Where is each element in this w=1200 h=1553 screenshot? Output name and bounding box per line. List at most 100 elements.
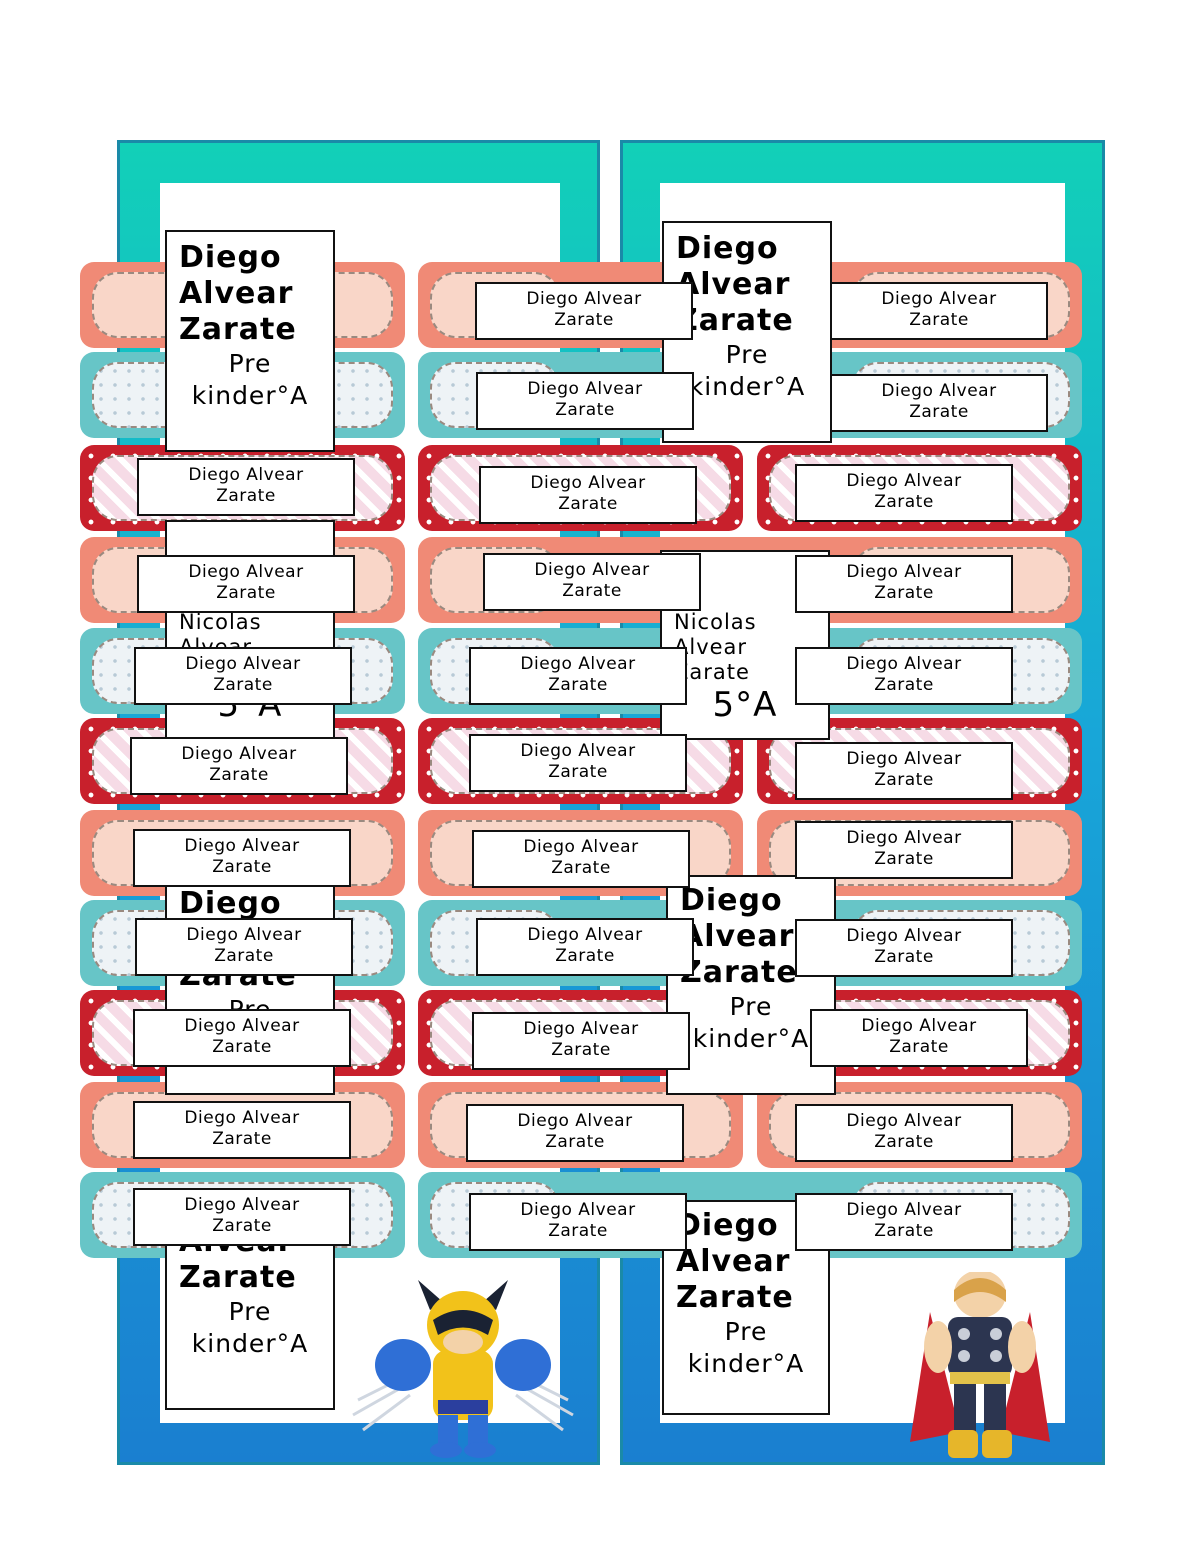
- label-line2: Zarate: [874, 770, 934, 790]
- label-line1: Diego Alvear: [530, 473, 646, 493]
- label-line1: Diego Alvear: [186, 925, 302, 945]
- label-line1: Diego Alvear: [181, 744, 297, 764]
- label-line2: Zarate: [551, 858, 611, 878]
- label-line2: Zarate: [874, 849, 934, 869]
- label-line2: Zarate: [874, 583, 934, 603]
- card-name-middle: Alvear: [680, 919, 795, 954]
- label-line2: Zarate: [562, 581, 622, 601]
- card-name-last: Zarate: [676, 303, 794, 338]
- label-line1: Diego Alvear: [520, 654, 636, 674]
- label-line1: Diego Alvear: [520, 1200, 636, 1220]
- alt-name-first: Nicolas: [179, 610, 262, 634]
- label-line1: Diego Alvear: [520, 741, 636, 761]
- label-line2: Zarate: [909, 310, 969, 330]
- label-line1: Diego Alvear: [517, 1111, 633, 1131]
- alt-card-mid-left: Nicolas Alvear Zarate 5°A: [165, 520, 335, 740]
- label-line2: Zarate: [213, 675, 273, 695]
- thor-figure-icon: [910, 1272, 1050, 1458]
- label-line2: Zarate: [874, 675, 934, 695]
- label-line2: Zarate: [216, 486, 276, 506]
- label-line2: Zarate: [209, 765, 269, 785]
- label-line1: Diego Alvear: [846, 828, 962, 848]
- label-line2: Zarate: [548, 675, 608, 695]
- card-name-first: Diego: [179, 886, 282, 921]
- label-line1: Diego Alvear: [881, 381, 997, 401]
- card-name-first: Diego: [680, 883, 783, 918]
- label-line2: Zarate: [874, 1132, 934, 1152]
- card-name-first: Diego: [676, 231, 779, 266]
- label-line2: Zarate: [555, 400, 615, 420]
- card-grade-line2: kinder°A: [191, 1329, 309, 1358]
- card-name-first: Diego: [179, 240, 282, 275]
- label-line2: Zarate: [558, 494, 618, 514]
- card-grade-line2: kinder°A: [687, 1349, 805, 1378]
- label-line2: Zarate: [545, 1132, 605, 1152]
- label-line1: Diego Alvear: [185, 654, 301, 674]
- card-name-last: Zarate: [676, 1280, 794, 1315]
- card-name-middle: Alvear: [676, 1244, 791, 1279]
- label-line2: Zarate: [212, 1216, 272, 1236]
- label-line2: Zarate: [548, 762, 608, 782]
- label-line1: Diego Alvear: [846, 562, 962, 582]
- label-line2: Zarate: [554, 310, 614, 330]
- card-grade-line2: kinder°A: [688, 372, 806, 401]
- label-line1: Diego Alvear: [534, 560, 650, 580]
- card-grade-line1: Pre: [228, 349, 272, 378]
- label-line1: Diego Alvear: [861, 1016, 977, 1036]
- card-grade-line1: Pre: [725, 340, 769, 369]
- label-line2: Zarate: [214, 946, 274, 966]
- label-line1: Diego Alvear: [184, 1195, 300, 1215]
- label-line2: Zarate: [555, 946, 615, 966]
- label-line1: Diego Alvear: [523, 1019, 639, 1039]
- label-line2: Zarate: [874, 1221, 934, 1241]
- label-line2: Zarate: [889, 1037, 949, 1057]
- label-line1: Diego Alvear: [846, 1200, 962, 1220]
- wolverine-figure-icon: [352, 1280, 574, 1458]
- label-line2: Zarate: [216, 583, 276, 603]
- card-name-middle: Alvear: [179, 276, 294, 311]
- label-line1: Diego Alvear: [184, 1108, 300, 1128]
- card-grade-line2: kinder°A: [692, 1024, 810, 1053]
- label-line2: Zarate: [212, 1129, 272, 1149]
- name-card-top-left: Diego Alvear Zarate Pre kinder°A: [165, 230, 335, 452]
- label-line2: Zarate: [874, 492, 934, 512]
- label-line1: Diego Alvear: [188, 562, 304, 582]
- alt-grade: 5°A: [712, 685, 778, 725]
- card-name-last: Zarate: [680, 955, 798, 990]
- name-card-bottom-left: Alvear Zarate Pre kinder°A: [165, 1232, 335, 1410]
- card-grade-line1: Pre: [228, 1297, 272, 1326]
- alt-name-first: Nicolas: [674, 610, 757, 634]
- label-line1: Diego Alvear: [846, 471, 962, 491]
- label-line1: Diego Alvear: [188, 465, 304, 485]
- card-name-middle: Alvear: [676, 267, 791, 302]
- label-line1: Diego Alvear: [846, 1111, 962, 1131]
- label-line2: Zarate: [874, 947, 934, 967]
- card-name-first: Diego: [676, 1208, 779, 1243]
- card-grade-line1: Pre: [729, 992, 773, 1021]
